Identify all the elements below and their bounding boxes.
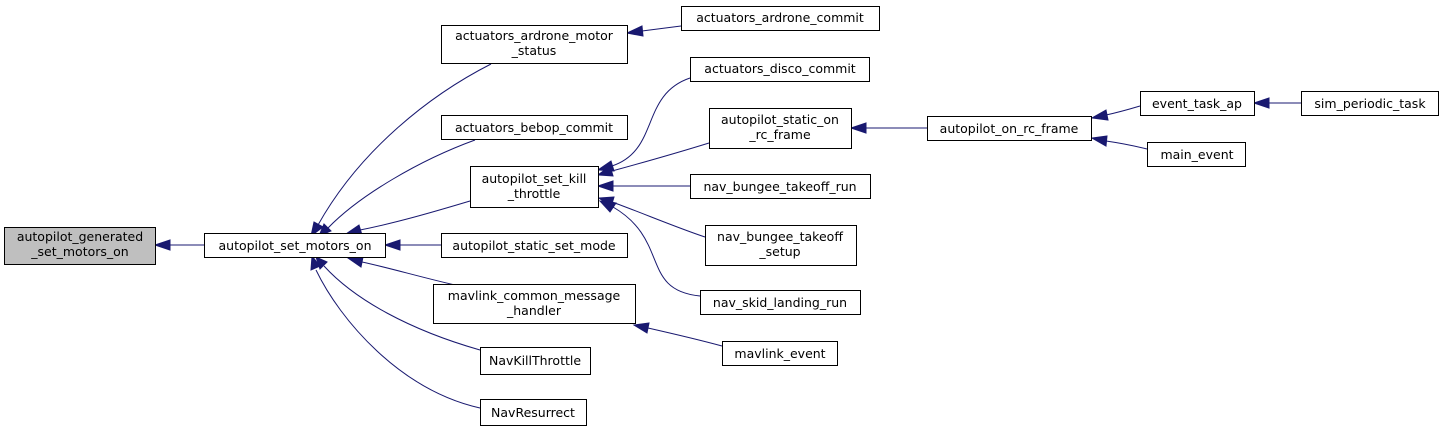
node-label-line: nav_skid_landing_run	[713, 295, 847, 310]
edge-on-rc-frame-to-static-on-rc-frame	[849, 122, 927, 134]
node-label-line: _status	[511, 43, 557, 58]
node-label-line: NavKillThrottle	[489, 353, 581, 368]
node-label-line: mavlink_event	[734, 346, 825, 361]
node-autopilot-static-set-mode[interactable]: autopilot_static_set_mode	[441, 233, 628, 258]
node-nav-skid-landing-run[interactable]: nav_skid_landing_run	[700, 290, 861, 315]
node-mavlink-event[interactable]: mavlink_event	[722, 341, 838, 366]
node-navresurrect[interactable]: NavResurrect	[480, 399, 587, 426]
node-label-line: _setup	[758, 244, 800, 259]
node-autopilot-on-rc-frame[interactable]: autopilot_on_rc_frame	[927, 116, 1092, 141]
edge-navresurrect-to-set-motors-on	[310, 254, 481, 409]
node-label-line: main_event	[1160, 147, 1233, 162]
node-autopilot-generated-set-motors-on[interactable]: autopilot_generated _set_motors_on	[4, 227, 156, 265]
node-sim-periodic-task[interactable]: sim_periodic_task	[1301, 91, 1439, 116]
node-main-event[interactable]: main_event	[1147, 142, 1246, 167]
node-label-line: _handler	[506, 303, 562, 318]
edge-kill-throttle-to-set-motors-on	[344, 200, 471, 236]
node-nav-bungee-takeoff-run[interactable]: nav_bungee_takeoff_run	[690, 174, 871, 199]
node-label-line: nav_bungee_takeoff	[717, 229, 843, 244]
node-label-line: autopilot_static_on	[721, 112, 839, 127]
node-label-line: actuators_bebop_commit	[455, 120, 613, 135]
node-label-line: actuators_ardrone_commit	[696, 10, 864, 25]
node-label-line: mavlink_common_message	[448, 288, 621, 303]
node-mavlink-common-message-handler[interactable]: mavlink_common_message _handler	[433, 284, 636, 324]
edge-main-event-to-on-rc-frame	[1090, 135, 1148, 150]
edge-skid-landing-to-kill-throttle	[598, 200, 701, 297]
node-label-line: autopilot_on_rc_frame	[940, 121, 1079, 136]
edge-sim-periodic-to-event-task-ap	[1252, 97, 1301, 109]
edge-event-task-ap-to-on-rc-frame	[1090, 105, 1141, 121]
node-label-line: NavResurrect	[491, 405, 575, 420]
node-autopilot-static-on-rc-frame[interactable]: autopilot_static_on _rc_frame	[709, 108, 852, 149]
node-label-line: _rc_frame	[748, 127, 811, 142]
node-autopilot-set-motors-on[interactable]: autopilot_set_motors_on	[204, 233, 386, 258]
node-autopilot-set-kill-throttle[interactable]: autopilot_set_kill _throttle	[470, 166, 599, 208]
edge-mavlink-event-to-handler	[632, 322, 723, 347]
node-label-line: event_task_ap	[1152, 96, 1242, 111]
node-label-line: sim_periodic_task	[1314, 96, 1426, 111]
node-label-line: actuators_disco_commit	[704, 61, 856, 76]
node-actuators-ardrone-commit[interactable]: actuators_ardrone_commit	[681, 6, 880, 31]
edge-static-on-rc-frame-to-kill-throttle	[596, 142, 710, 177]
node-event-task-ap[interactable]: event_task_ap	[1140, 91, 1255, 116]
node-label-line: _throttle	[507, 186, 561, 201]
node-label-line: autopilot_set_kill	[482, 171, 587, 186]
node-actuators-bebop-commit[interactable]: actuators_bebop_commit	[441, 115, 628, 140]
edge-bungee-run-to-kill-throttle	[596, 180, 690, 192]
edge-mavlink-handler-to-set-motors-on	[346, 256, 456, 286]
node-actuators-ardrone-motor-status[interactable]: actuators_ardrone_motor _status	[441, 25, 628, 64]
node-actuators-disco-commit[interactable]: actuators_disco_commit	[690, 57, 870, 82]
node-label-line: actuators_ardrone_motor	[455, 28, 614, 43]
node-nav-bungee-takeoff-setup[interactable]: nav_bungee_takeoff _setup	[705, 225, 857, 266]
node-label-line: _set_motors_on	[30, 244, 128, 259]
node-label-line: autopilot_static_set_mode	[452, 238, 615, 253]
node-navkillthrottle[interactable]: NavKillThrottle	[480, 347, 591, 375]
node-label-line: autopilot_generated	[17, 229, 143, 244]
edge-ardrone-commit-to-motor-status	[625, 25, 682, 37]
edge-ardrone-motor-status-to-set-motors-on	[310, 63, 492, 238]
node-label-line: autopilot_set_motors_on	[218, 238, 371, 253]
node-label-line: nav_bungee_takeoff_run	[703, 179, 856, 194]
edge-static-set-mode-to-set-motors-on	[383, 239, 441, 251]
edge-set-motors-on-to-root	[153, 239, 204, 251]
